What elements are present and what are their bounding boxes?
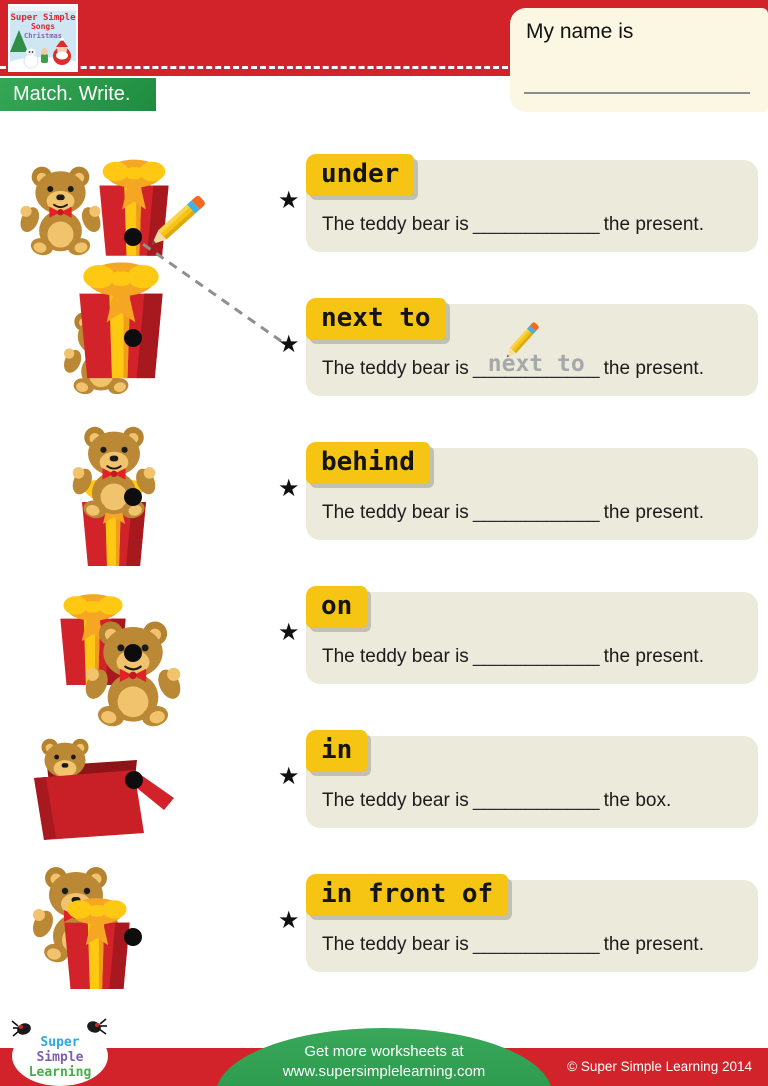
match-card-next-to: ★ next to The teddy bear is____________n… <box>278 298 758 396</box>
name-box: My name is <box>510 8 768 112</box>
word-tag: under <box>306 154 415 196</box>
match-dot-2[interactable] <box>124 329 142 347</box>
answer-blank[interactable]: ____________next to <box>472 351 600 380</box>
sentence: The teddy bear is____________the box. <box>322 790 671 812</box>
picture-teddy-bear-under-present <box>50 256 190 399</box>
blank-line: ____________ <box>472 790 600 811</box>
blank-line: ____________ <box>472 214 600 235</box>
answer-blank[interactable]: ____________ <box>473 214 600 236</box>
match-card-in-front-of: ★ in front of The teddy bear is_________… <box>278 874 758 972</box>
header-dashed-divider <box>0 66 768 69</box>
album-title-line2: Songs <box>31 22 55 31</box>
ladybug-icon <box>11 1020 31 1037</box>
blank-line: ____________ <box>472 646 600 667</box>
sentence-after: the present. <box>603 502 704 523</box>
match-card-in: ★ in The teddy bear is____________the bo… <box>278 730 758 828</box>
pencil-icon <box>147 194 207 249</box>
sentence-before: The teddy bear is <box>322 934 469 955</box>
sentence: The teddy bear is____________the present… <box>322 502 704 524</box>
match-card-under: ★ under The teddy bear is____________the… <box>278 154 758 252</box>
match-dot-6[interactable] <box>124 928 142 946</box>
footer-tagline-line1: Get more worksheets at <box>304 1043 464 1060</box>
blank-line: ____________ <box>472 358 600 379</box>
name-input-line[interactable] <box>524 92 750 94</box>
picture-teddy-bear-on-present <box>48 424 193 571</box>
match-dot-5[interactable] <box>125 771 143 789</box>
word-tag: in front of <box>306 874 509 916</box>
sentence-after: the present. <box>603 646 704 667</box>
footer-tagline-link[interactable]: www.supersimplelearning.com <box>282 1063 486 1080</box>
blank-line: ____________ <box>472 934 600 955</box>
star-bullet[interactable]: ★ <box>278 619 300 646</box>
star-bullet[interactable]: ★ <box>278 763 300 790</box>
answer-blank[interactable]: ____________ <box>473 934 600 956</box>
tree-icon <box>10 30 28 52</box>
star-bullet[interactable]: ★ <box>278 331 300 358</box>
logo-word3: Learning <box>29 1065 92 1080</box>
footer-tagline-panel: Get more worksheets at www.supersimplele… <box>216 1028 552 1086</box>
word-tag: behind <box>306 442 430 484</box>
match-dot-3[interactable] <box>124 488 142 506</box>
answer-blank[interactable]: ____________ <box>473 646 600 668</box>
word-tag: in <box>306 730 368 772</box>
blank-line: ____________ <box>472 502 600 523</box>
small-pencil-icon <box>503 321 540 361</box>
match-card-behind: ★ behind The teddy bear is____________th… <box>278 442 758 540</box>
sentence-after: the present. <box>603 214 704 235</box>
copyright-text: © Super Simple Learning 2014 <box>567 1059 752 1074</box>
sentence-before: The teddy bear is <box>322 358 469 379</box>
logo-word1: Super <box>40 1035 79 1050</box>
ladybug-icon <box>87 1018 107 1035</box>
answer-blank[interactable]: ____________ <box>473 502 600 524</box>
sentence: The teddy bear is____________the present… <box>322 646 704 668</box>
sentence-after: the box. <box>603 790 672 811</box>
answer-blank[interactable]: ____________ <box>473 790 600 812</box>
album-title-line1: Super Simple <box>10 12 76 23</box>
name-box-label: My name is <box>526 20 634 43</box>
word-tag: on <box>306 586 368 628</box>
picture-teddy-bear-in-front-of-present <box>42 580 192 733</box>
sentence-before: The teddy bear is <box>322 214 469 235</box>
sentence-before: The teddy bear is <box>322 790 469 811</box>
sentence: The teddy bear is____________the present… <box>322 934 704 956</box>
star-bullet[interactable]: ★ <box>278 475 300 502</box>
logo-word2: Simple <box>37 1050 84 1065</box>
word-tag: next to <box>306 298 446 340</box>
match-card-on: ★ on The teddy bear is____________the pr… <box>278 586 758 684</box>
super-simple-learning-logo: Super Simple Learning <box>8 1018 112 1086</box>
picture-teddy-bear-behind-present <box>18 862 178 995</box>
written-answer: next to <box>487 351 585 377</box>
instruction-badge: Match. Write. <box>0 78 156 111</box>
sentence-after: the present. <box>603 358 704 379</box>
sentence: The teddy bear is____________the present… <box>322 214 704 236</box>
sentence-before: The teddy bear is <box>322 646 469 667</box>
sentence-before: The teddy bear is <box>322 502 469 523</box>
star-bullet[interactable]: ★ <box>278 187 300 214</box>
match-dot-4[interactable] <box>124 644 142 662</box>
star-bullet[interactable]: ★ <box>278 907 300 934</box>
album-title-line3: Christmas <box>24 32 62 40</box>
picture-teddy-bear-in-box <box>22 738 182 845</box>
sentence-after: the present. <box>603 934 704 955</box>
album-cover: Super Simple Songs Christmas <box>3 4 83 79</box>
